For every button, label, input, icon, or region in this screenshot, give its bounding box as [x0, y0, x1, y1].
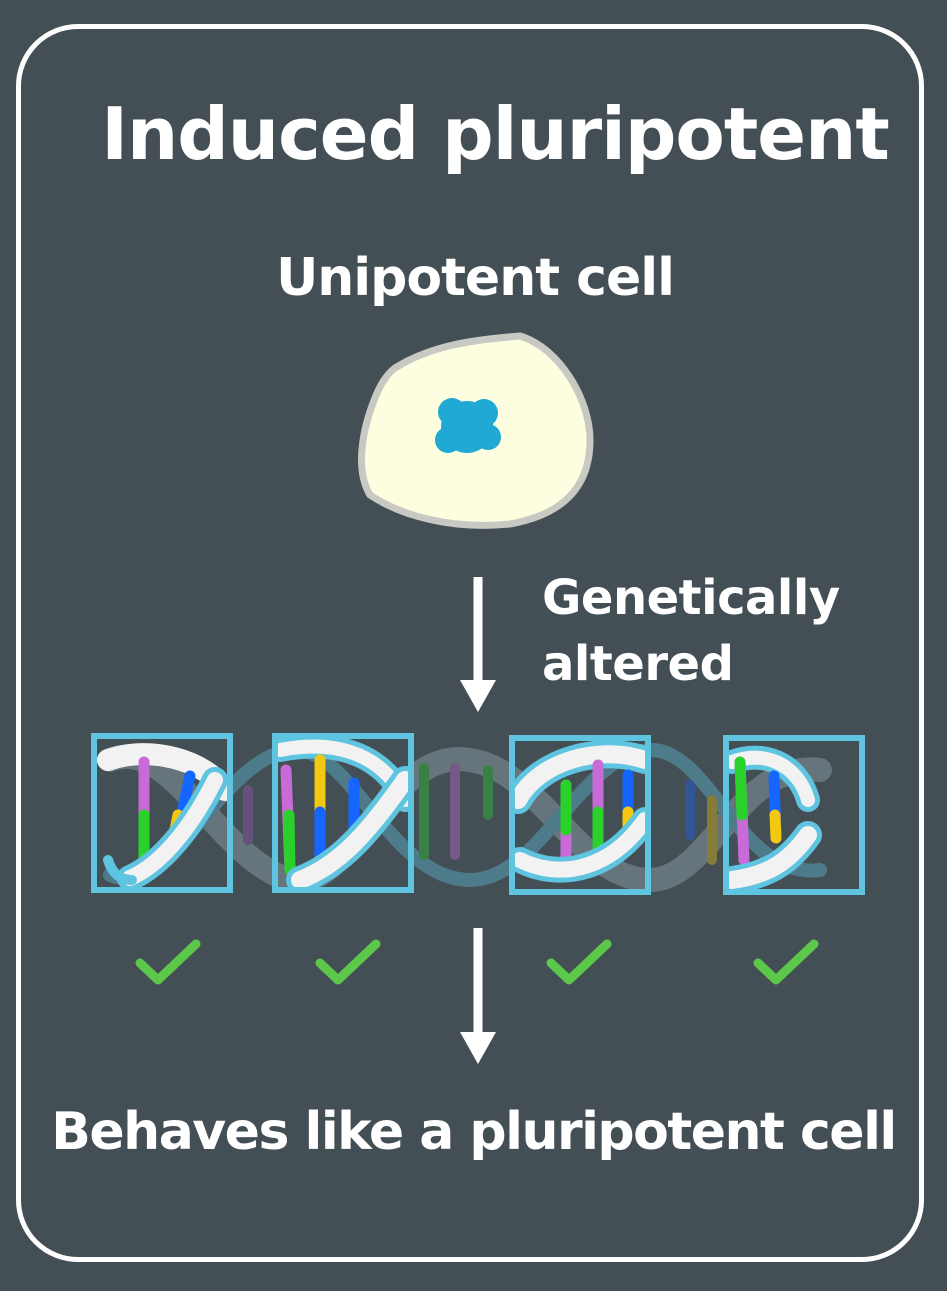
genetically-altered-line1: Genetically — [542, 570, 840, 626]
genetically-altered-label: Genetically altered — [542, 565, 840, 697]
behaves-pluripotent-label: Behaves like a pluripotent cell — [51, 1102, 897, 1162]
dna-segment-box-4 — [723, 735, 865, 895]
genetically-altered-line2: altered — [542, 636, 734, 692]
dna-segment-box-1 — [91, 733, 233, 893]
check-icon — [546, 939, 612, 985]
unipotent-cell-label: Unipotent cell — [276, 248, 675, 308]
check-icon — [135, 939, 201, 985]
arrow-down-icon — [460, 928, 496, 1064]
check-icon — [315, 939, 381, 985]
dna-segment-box-3 — [509, 735, 651, 895]
nucleus-icon — [435, 398, 501, 453]
diagram-title: Induced pluripotent — [101, 92, 890, 176]
dna-segment-box-2 — [272, 733, 414, 893]
arrow-down-icon — [460, 577, 496, 712]
check-icon — [753, 939, 819, 985]
cell-icon — [358, 332, 594, 529]
rounded-frame — [16, 24, 924, 1262]
